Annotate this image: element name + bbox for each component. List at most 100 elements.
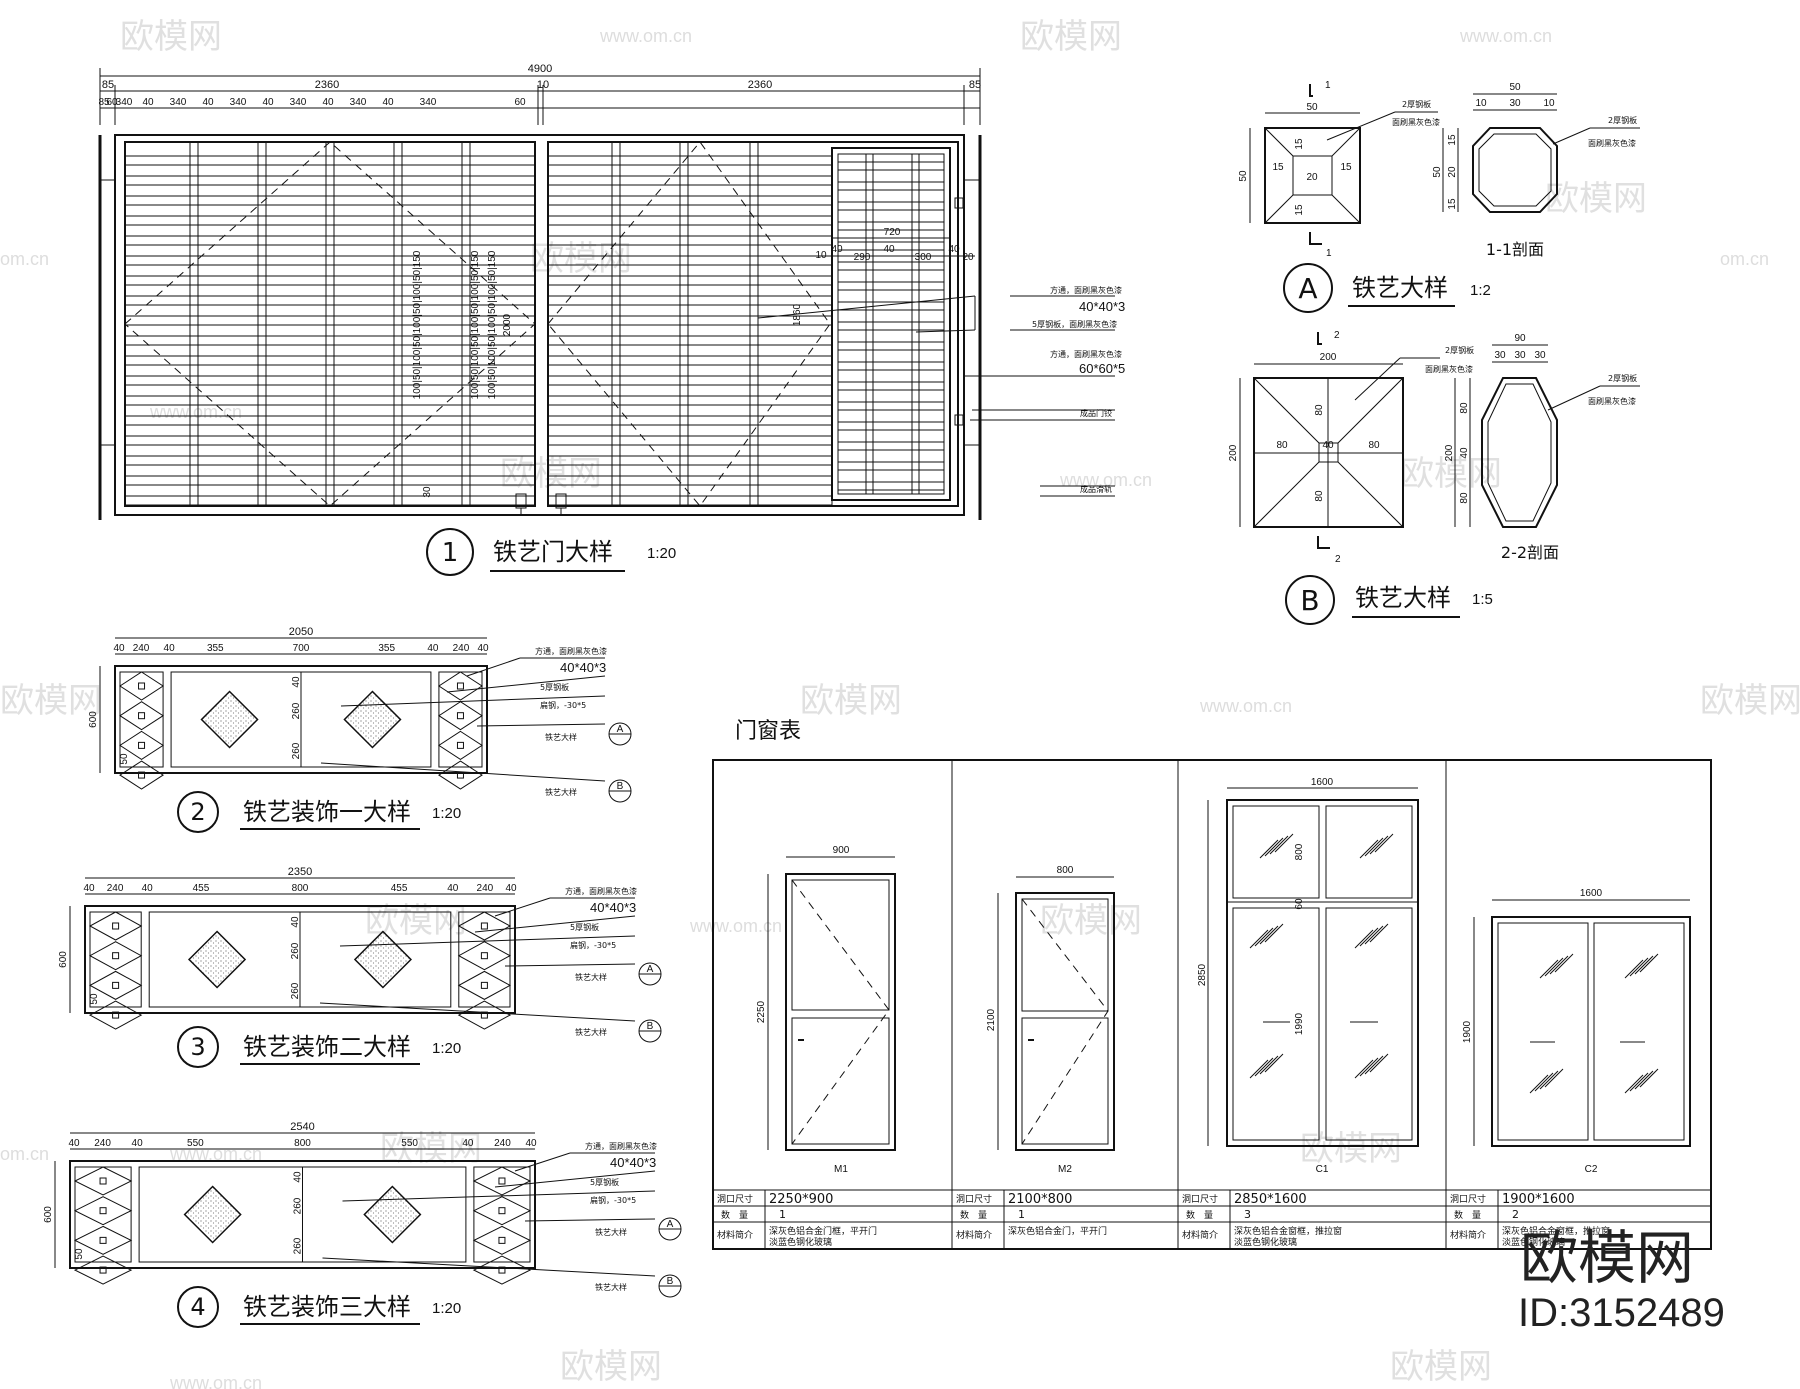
decor-note: 扁钢，-30*5 [590,1195,636,1205]
gate-dim-85-left: 85 [102,79,114,91]
gate-bar-dim: 340 [170,97,187,108]
gate-note-tube-spec: 40*40*3 [1079,299,1125,314]
decor-small-dim: 50 [74,1248,85,1260]
glass-hatch [1534,1072,1554,1092]
decor-lattice-diamond [472,1196,532,1226]
decor-note: 铁艺大样 [595,1227,627,1237]
schedule-size: 2100*800 [1008,1192,1072,1207]
detail-b-sec-note2: 面刷黑灰色漆 [1588,396,1636,406]
decor-lattice-diamond [472,1255,532,1285]
detail-ref-b-letter: B [617,781,624,792]
detail-b-sec-sub-2: 30 [1514,350,1526,361]
schedule-row-label: 洞口尺寸 [1182,1193,1218,1205]
detail-b-scale: 1:5 [1472,591,1493,608]
watermark-logo: 欧模网 [1300,1129,1402,1169]
detail-b-note2: 面刷黑灰色漆 [1425,364,1473,374]
gate-overall-dim: 4900 [528,63,552,75]
gate-horizontal-bar [124,355,536,366]
gate-note-hinge: 成品门铰 [1080,408,1112,418]
detail-a-sec-sub-2: 30 [1509,98,1521,109]
detail-a-letter: A [1298,272,1317,305]
gate-vertical-bar [611,141,621,507]
gate-horizontal-bar [124,255,536,266]
watermark-url: www.om.cn [1059,470,1152,490]
glass-hatch [1549,955,1569,975]
detail-b-title: 铁艺大样 [1355,584,1451,612]
decor-lattice-knot [498,1177,506,1185]
decor-title: 铁艺装饰一大样 [243,798,411,826]
decor-detail-marker [177,791,219,833]
detail-b-sec-left-3: 80 [1459,492,1470,504]
detail-b-height: 200 [1228,444,1239,461]
schedule-material: 淡蓝色钢化玻璃 [769,1236,832,1248]
gate-horizontal-bar [547,155,833,166]
decor-lattice-diamond [73,1196,133,1226]
watermark-url: www.om.cn [599,26,692,46]
decor-overall-dim: 2350 [288,866,312,878]
detail-a-in-4: 15 [1294,138,1305,150]
gate-bar-dim: 60 [514,97,526,108]
schedule-row-label: 洞口尺寸 [717,1193,753,1205]
decor-dim: 550 [401,1138,418,1149]
gate-detail-number: 1 [442,538,459,568]
decor-lattice-diamond [457,911,512,941]
door-dim-40c: 40 [948,244,960,255]
gate-horizontal-bar [547,435,833,446]
gate-vertical-bar [325,141,335,507]
decor-detail-marker [177,1286,219,1328]
schedule-row-label: 洞口尺寸 [1450,1193,1486,1205]
schedule-size: 2250*900 [769,1192,833,1207]
detail-b-sec-sub-3: 30 [1534,350,1546,361]
window-c2: 1600 1900 C2 [1462,888,1691,1175]
decor-lattice-knot [138,771,146,779]
glass-hatch [1354,1059,1374,1079]
decor-frame [69,1160,536,1269]
gate-horizontal-bar [124,335,536,346]
detail-b-sec-sub-1: 30 [1494,350,1506,361]
detail-a-sec-sub-1: 10 [1475,98,1487,109]
detail-a: 50 50 15 20 15 15 15 1 1 2厚钢板 面刷黑灰色漆 50 … [1238,80,1640,313]
door-dim-20: 20 [962,252,974,263]
decor-title: 铁艺装饰三大样 [243,1293,411,1321]
detail-b-in-2: 40 [1322,440,1334,451]
detail-a-sec-left-1: 15 [1447,134,1458,146]
glass-hatch [1544,957,1564,977]
schedule-qty: 1 [779,1208,786,1221]
glass-hatch [1359,839,1379,859]
gate-vertical-bar [749,141,759,507]
glass-hatch [1359,927,1379,947]
m1-height: 2250 [756,1000,767,1023]
decor-lattice-knot [480,952,488,960]
m2-code: M2 [1058,1164,1072,1175]
decor-dim: 40 [525,1138,537,1149]
decor-dim: 700 [293,643,310,654]
detail-b-section-top: 2 [1334,330,1340,341]
watermark-logo: 欧模网 [1700,681,1800,721]
detail-ref-b-letter: B [667,1276,674,1287]
gate-vdims-a: 100|50|100|50|100|50|100|50|150 [412,250,423,399]
glass-hatch [1369,835,1389,855]
gate-horizontal-bar [547,415,833,426]
gate-bottom-dim: 30 [422,486,433,498]
gate-horizontal-bar [547,495,833,506]
watermark-logo: 欧模网 [120,17,222,57]
gate-horizontal-bar [124,435,536,446]
gate-vertical-bar [679,141,689,507]
watermark-logo: 欧模网 [1020,17,1122,57]
decor-center-diamond [343,690,402,749]
gate-height-dim: 2000 [502,313,513,336]
decor-dim: 40 [447,883,459,894]
detail-b-note: 2厚钢板 [1445,345,1474,355]
decor-title: 铁艺装饰二大样 [243,1033,411,1061]
gate-dim-leaf-right: 2360 [748,79,772,91]
watermark-url-short: om.cn [0,1144,49,1164]
decor-lattice-knot [138,682,146,690]
decor-dim: 800 [292,883,309,894]
decor-lattice-diamond [457,970,512,1000]
gate-vertical-bar [257,141,267,507]
decor-note: 5厚钢板 [540,682,569,692]
decor-dim: 240 [477,883,494,894]
